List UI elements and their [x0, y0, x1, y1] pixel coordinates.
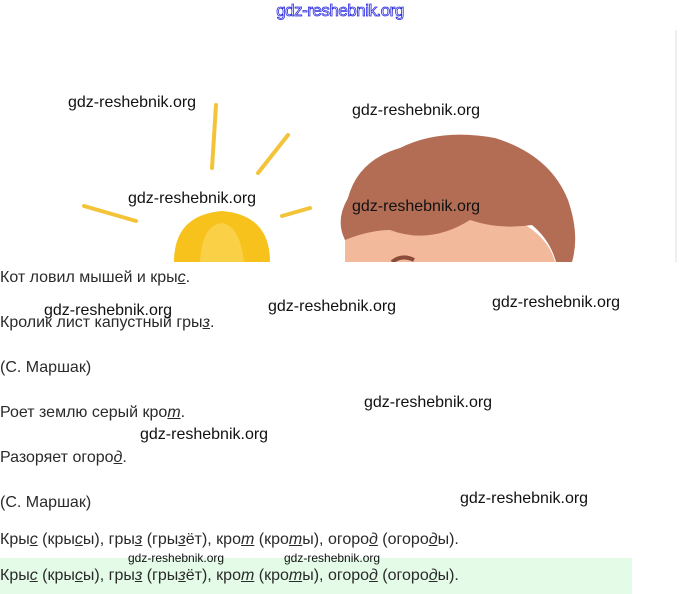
watermark: gdz-reshebnik.org — [140, 426, 269, 443]
highlighted-letter: т — [240, 531, 255, 548]
highlighted-letter: т — [167, 404, 181, 421]
highlighted-letter: с — [74, 567, 83, 584]
text-segment: (огоро — [377, 531, 429, 548]
text-segment: . — [180, 404, 186, 421]
highlighted-letter: с — [29, 567, 38, 584]
text-segment: (кры — [37, 567, 75, 584]
text-segment: Роет землю серый кро — [0, 404, 168, 421]
answer-line: Крыс (крысы), грыз (грызёт), крот (кроты… — [0, 531, 459, 549]
text-segment: Разоряет огоро — [0, 449, 114, 466]
highlighted-letter: с — [177, 269, 186, 286]
text-segment: ы), огоро — [302, 531, 370, 548]
poem-line: (С. Маршак) — [0, 359, 91, 377]
highlighted-letter: з — [178, 567, 186, 584]
text-segment: ы), гры — [82, 531, 135, 548]
poem-line: Кот ловил мышей и крыс. — [0, 269, 190, 287]
highlighted-letter: з — [134, 531, 143, 548]
boy-hair — [340, 134, 576, 262]
highlighted-letter: д — [428, 531, 438, 548]
highlighted-letter: с — [29, 531, 38, 548]
highlighted-letter: д — [113, 449, 123, 466]
answer-highlight — [0, 558, 632, 594]
text-segment: ы). — [437, 531, 459, 548]
text-segment: . — [185, 269, 191, 286]
text-segment: ы), гры — [82, 567, 135, 584]
illustration-sun-and-boy — [82, 30, 677, 262]
text-segment: (гры — [142, 531, 179, 548]
text-segment: ы), огоро — [302, 567, 370, 584]
highlighted-letter: з — [202, 314, 210, 331]
site-watermark-header: gdz-reshebnik.org — [276, 1, 405, 21]
watermark: gdz-reshebnik.org — [44, 302, 173, 319]
text-segment: (С. Маршак) — [0, 494, 92, 511]
sun-rays — [82, 103, 312, 223]
answer-line-highlighted: Крыс (крысы), грыз (грызёт), крот (кроты… — [0, 567, 459, 585]
watermark: gdz-reshebnik.org — [268, 298, 397, 315]
text-segment: (огоро — [377, 567, 429, 584]
watermark: gdz-reshebnik.org — [68, 94, 197, 111]
highlighted-letter: д — [369, 567, 378, 584]
highlighted-letter: т — [288, 567, 303, 584]
highlighted-letter: т — [240, 567, 255, 584]
highlighted-letter: с — [74, 531, 83, 548]
watermark: gdz-reshebnik.org — [284, 551, 381, 565]
poem-line: Роет землю серый крот. — [0, 404, 185, 422]
poem-line: Разоряет огород. — [0, 449, 127, 467]
highlighted-letter: з — [178, 531, 186, 548]
watermark: gdz-reshebnik.org — [492, 294, 621, 311]
text-segment: Кот ловил мышей и кры — [0, 269, 178, 286]
watermark: gdz-reshebnik.org — [352, 198, 481, 215]
text-segment: Кролик лист капустный гры — [0, 314, 203, 331]
text-segment: (кро — [254, 531, 289, 548]
poem-line: Кролик лист капустный грыз. — [0, 314, 214, 332]
highlighted-letter: з — [134, 567, 143, 584]
watermark: gdz-reshebnik.org — [128, 190, 257, 207]
text-segment: (гры — [142, 567, 179, 584]
text-segment: . — [209, 314, 215, 331]
highlighted-letter: д — [428, 567, 438, 584]
text-segment: (С. Маршак) — [0, 359, 92, 376]
text-segment: ы). — [437, 567, 459, 584]
text-segment: (кры — [37, 531, 75, 548]
highlighted-letter: д — [369, 531, 378, 548]
watermark: gdz-reshebnik.org — [460, 490, 589, 507]
watermark: gdz-reshebnik.org — [128, 551, 225, 565]
watermark: gdz-reshebnik.org — [352, 102, 481, 119]
text-segment: ёт), кро — [185, 531, 241, 548]
text-segment: ёт), кро — [185, 567, 241, 584]
highlighted-letter: т — [288, 531, 303, 548]
text-segment: (кро — [254, 567, 289, 584]
poem-line: (С. Маршак) — [0, 494, 91, 512]
watermark: gdz-reshebnik.org — [364, 394, 493, 411]
text-segment: Кры — [0, 567, 30, 584]
text-segment: Кры — [0, 531, 30, 548]
text-segment: . — [122, 449, 127, 466]
